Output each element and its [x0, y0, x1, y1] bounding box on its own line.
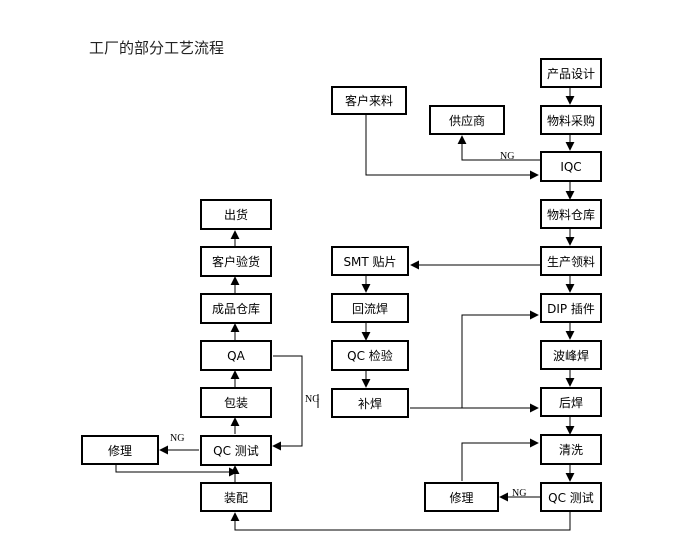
- node-qa: QA: [200, 340, 272, 371]
- node-production-pick: 生产领料: [540, 246, 602, 276]
- node-finished-warehouse: 成品仓库: [200, 293, 272, 324]
- node-qc-test-right: QC 测试: [540, 482, 602, 512]
- node-resolder: 补焊: [331, 388, 409, 418]
- node-label: SMT 贴片: [343, 254, 397, 269]
- node-dip-insert: DIP 插件: [540, 293, 602, 323]
- node-repair-left: 修理: [81, 435, 159, 465]
- node-cleaning: 清洗: [540, 434, 602, 465]
- arrow-customer-material-to-iqc: [365, 115, 539, 180]
- node-label: 补焊: [357, 396, 382, 411]
- node-iqc: IQC: [540, 151, 602, 182]
- node-post-solder: 后焊: [540, 387, 602, 417]
- node-label: 修理: [107, 443, 132, 458]
- node-label: 客户验货: [211, 255, 260, 269]
- node-label: 包装: [223, 396, 248, 410]
- node-customer-material: 客户来料: [331, 86, 407, 115]
- node-wave-solder: 波峰焊: [540, 340, 602, 370]
- node-label: 生产领料: [546, 254, 595, 269]
- node-label: QC 测试: [213, 444, 259, 458]
- ng-label-qc-right: NG: [512, 488, 527, 499]
- node-label: 物料仓库: [546, 207, 595, 222]
- node-label: 清洗: [558, 443, 583, 457]
- node-material-warehouse: 物料仓库: [540, 199, 602, 229]
- ng-label-iqc: NG: [500, 151, 515, 162]
- arrow-resolder-to-dip: [461, 310, 539, 408]
- node-reflow: 回流焊: [331, 293, 409, 323]
- arrow-qa-to-qc-left: [272, 355, 303, 451]
- node-customer-inspect: 客户验货: [200, 246, 272, 277]
- arrow-repair-left-to-assembly: [115, 465, 238, 477]
- arrow-iqc-to-supplier: [457, 135, 540, 161]
- ng-label-qa: NG: [305, 394, 320, 405]
- node-label: IQC: [560, 159, 582, 174]
- ng-label-qc-left: NG: [170, 433, 185, 444]
- node-smt: SMT 贴片: [331, 246, 409, 276]
- node-shipment: 出货: [200, 199, 272, 230]
- node-product-design: 产品设计: [540, 58, 602, 88]
- node-label: 装配: [223, 490, 248, 505]
- node-repair-right: 修理: [424, 482, 499, 512]
- arrow-qc-right-to-assembly: [230, 512, 571, 531]
- node-label: QA: [227, 348, 245, 363]
- node-label: 波峰焊: [552, 348, 589, 363]
- node-qc-inspect: QC 检验: [331, 340, 409, 371]
- arrow-repair-right-to-clean: [461, 438, 539, 481]
- node-label: 供应商: [448, 113, 485, 128]
- node-label: 回流焊: [351, 301, 388, 316]
- node-label: 物料采购: [546, 113, 595, 128]
- node-supplier: 供应商: [429, 105, 505, 135]
- node-label: 修理: [449, 490, 474, 505]
- node-label: DIP 插件: [547, 301, 595, 316]
- node-assembly: 装配: [200, 482, 272, 512]
- node-label: QC 检验: [347, 349, 393, 363]
- node-packing: 包装: [200, 387, 272, 418]
- node-material-purchase: 物料采购: [540, 105, 602, 135]
- node-label: 出货: [223, 208, 248, 222]
- node-label: 后焊: [558, 395, 583, 410]
- node-label: 客户来料: [344, 94, 393, 108]
- node-label: 成品仓库: [211, 302, 260, 316]
- node-qc-test-left: QC 测试: [200, 435, 272, 466]
- page-title: 工厂的部分工艺流程: [89, 39, 225, 57]
- node-label: 产品设计: [546, 66, 595, 81]
- node-label: QC 测试: [548, 490, 594, 505]
